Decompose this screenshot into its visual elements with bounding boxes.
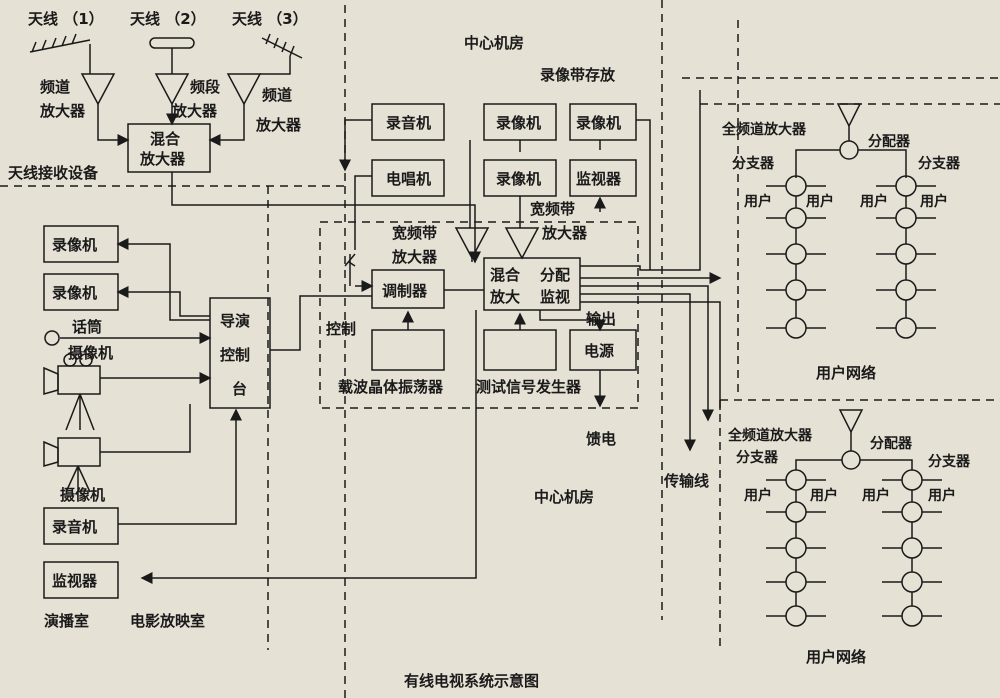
power-label: 电源 [584, 342, 614, 360]
band-amp-label-1: 频段 [190, 78, 220, 96]
camera-2-label: 摄像机 [60, 486, 105, 504]
split-label: 分配 [540, 266, 570, 284]
film-room-label: 电影放映室 [130, 612, 205, 630]
output-label: 输出 [586, 310, 616, 328]
center-vcr2-box [569, 103, 637, 141]
net-bottom-user-2: 用户 [810, 487, 838, 504]
modulator-label: 调制器 [382, 282, 428, 300]
network-top [766, 103, 936, 339]
feed-label: 馈电 [585, 430, 616, 448]
tape-storage-label: 录像带存放 [540, 66, 616, 84]
center-monitor-box [569, 159, 637, 197]
oscillator-box [371, 329, 445, 371]
net-bottom-user-4: 用户 [928, 487, 956, 504]
channel-amp-1-icon [80, 73, 116, 106]
center-vcr2-label: 录像机 [576, 114, 621, 132]
studio-vcr2-label: 录像机 [52, 284, 97, 302]
camera-1-icon [43, 353, 101, 431]
net-bottom-branch-left-label: 分支器 [736, 449, 779, 466]
test-signal-label: 测试信号发生器 [476, 378, 582, 396]
mix-split-box [483, 257, 581, 311]
net-top-label: 用户网络 [816, 364, 876, 382]
channel-amp-1-label-2: 放大器 [39, 102, 86, 120]
antenna-area-label: 天线接收设备 [8, 164, 99, 182]
director-label-2: 控制 [220, 346, 250, 364]
antenna-3-icon [261, 33, 303, 59]
antenna-3-label: 天线 （3） [232, 10, 308, 28]
test-signal-box [483, 329, 557, 371]
wideband-amp-2-icon [504, 227, 540, 260]
mix-amp-box [127, 123, 211, 173]
center-audio-recorder-label: 录音机 [386, 114, 431, 132]
studio-vcr1-label: 录像机 [52, 236, 97, 254]
net-top-branch-right-label: 分支器 [918, 155, 961, 172]
transmission-line-label: 传输线 [663, 472, 709, 490]
mix-amp-label-2: 放大器 [139, 150, 186, 168]
antenna-1-icon [29, 33, 91, 53]
phono-box [371, 159, 445, 197]
channel-amp-1-label-1: 频道 [40, 78, 70, 96]
net-bottom-all-amp-label: 全频道放大器 [727, 427, 813, 444]
studio-audio-recorder-label: 录音机 [52, 518, 97, 536]
net-top-branch-left-label: 分支器 [732, 155, 775, 172]
director-label-1: 导演 [220, 312, 250, 330]
channel-amp-3-icon [226, 73, 262, 106]
wideband-amp-1-icon [454, 227, 490, 260]
center-audio-recorder-box [371, 103, 445, 141]
net-top-user-4: 用户 [920, 193, 948, 210]
phono-label: 电唱机 [386, 170, 431, 188]
wideband-amp-2-label-1: 宽频带 [529, 200, 575, 218]
oscillator-label: 载波晶体振荡器 [338, 378, 444, 396]
camera-1-label: 摄像机 [68, 344, 113, 362]
center-monitor-label: 监视器 [576, 170, 622, 188]
net-bottom-branch-right-label: 分支器 [928, 453, 971, 470]
net-bottom-user-1: 用户 [744, 487, 772, 504]
camera-2-icon [43, 437, 101, 493]
wideband-amp-2-label-2: 放大器 [541, 224, 588, 242]
center-vcr3-label: 录像机 [496, 170, 541, 188]
net-bottom-user-3: 用户 [862, 487, 890, 504]
antenna-1-label: 天线 （1） [28, 10, 104, 28]
studio-room-label: 演播室 [44, 612, 89, 630]
net-bottom-splitter-label: 分配器 [870, 436, 913, 452]
mix-main-label-1: 混合 [490, 266, 521, 284]
diagram-caption: 有线电视系统示意图 [404, 672, 539, 690]
net-top-user-2: 用户 [806, 193, 834, 210]
mix-amp-label-1: 混合 [150, 130, 181, 148]
studio-monitor-box [43, 561, 119, 599]
mix-main-label-2: 放大 [489, 288, 520, 306]
studio-audio-recorder-box [43, 507, 119, 545]
channel-amp-3-label-1: 频道 [262, 86, 292, 104]
net-bottom-label: 用户网络 [806, 648, 866, 666]
wideband-amp-1-label-2: 放大器 [391, 248, 438, 266]
wideband-amp-1-label-1: 宽频带 [391, 224, 437, 242]
net-top-user-1: 用户 [744, 193, 772, 210]
antenna-2-icon [149, 37, 195, 49]
antenna-2-label: 天线 （2） [130, 10, 206, 28]
band-amp-icon [154, 73, 190, 106]
microphone-icon [44, 330, 60, 346]
control-label: 控制 [326, 320, 356, 338]
mic-label: 话筒 [72, 318, 102, 336]
center-room-title-bottom: 中心机房 [534, 488, 594, 506]
net-top-user-3: 用户 [860, 193, 888, 210]
network-bottom [766, 409, 942, 627]
director-console-box [209, 297, 271, 409]
center-vcr1-label: 录像机 [496, 114, 541, 132]
net-top-all-amp-label: 全频道放大器 [721, 121, 807, 138]
channel-amp-3-label-2: 放大器 [255, 116, 302, 134]
band-amp-label-2: 放大器 [171, 102, 218, 120]
net-top-splitter-label: 分配器 [868, 134, 911, 150]
center-room-title: 中心机房 [464, 34, 524, 52]
director-label-3: 台 [232, 380, 247, 398]
studio-monitor-label: 监视器 [52, 572, 98, 590]
monitor-label: 监视 [540, 288, 570, 306]
